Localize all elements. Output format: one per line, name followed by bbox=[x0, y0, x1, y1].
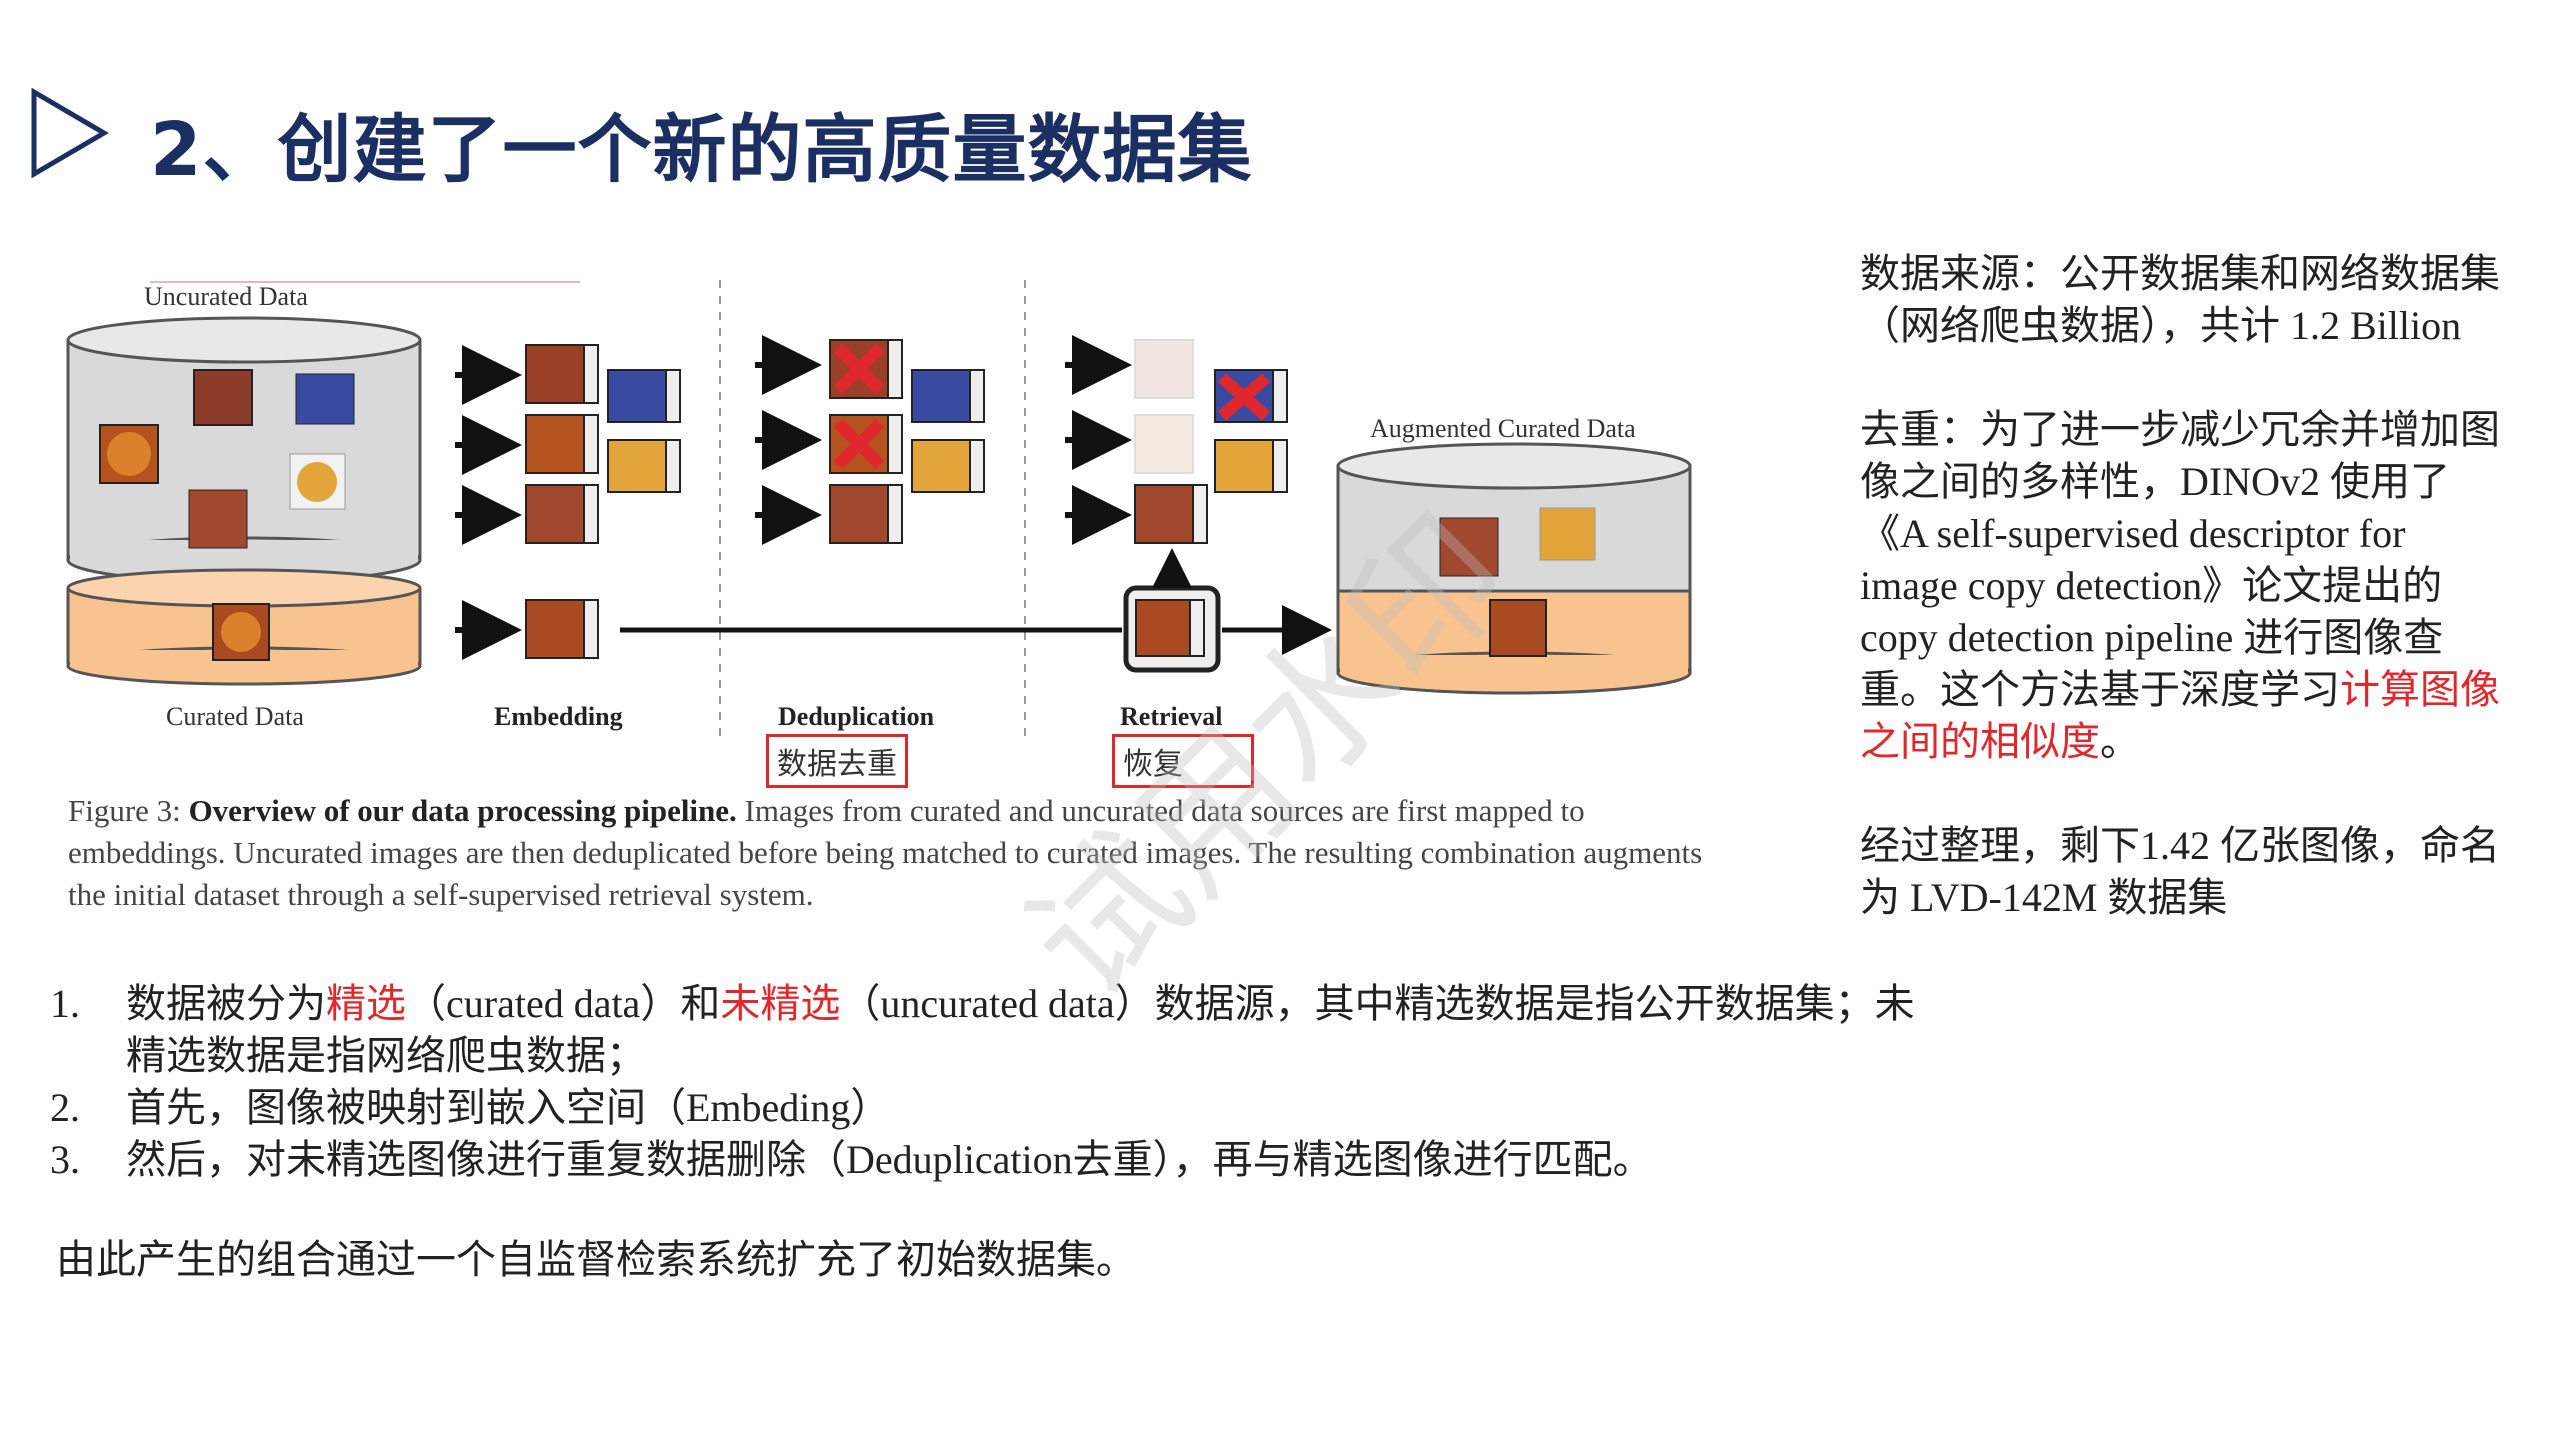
right-column: 数据来源：公开数据集和网络数据集（网络爬虫数据），共计 1.2 Billion … bbox=[1860, 248, 2510, 976]
pipeline-diagram bbox=[66, 280, 1692, 740]
list-number: 2. bbox=[50, 1085, 80, 1130]
play-triangle-icon bbox=[31, 88, 109, 178]
label-retrieval: Retrieval bbox=[1120, 702, 1223, 731]
list-item: 3. 然后，对未精选图像进行重复数据删除（Deduplication去重），再与… bbox=[50, 1134, 1930, 1186]
page-title: 2、创建了一个新的高质量数据集 bbox=[150, 107, 1253, 193]
steps-list: 1. 数据被分为精选（curated data）和未精选（uncurated d… bbox=[50, 978, 1930, 1186]
caption-text: Images from curated and uncurated data s… bbox=[68, 793, 1703, 912]
list-item: 2. 首先，图像被映射到嵌入空间（Embeding） bbox=[50, 1082, 1930, 1134]
label-deduplication: Deduplication bbox=[778, 702, 935, 731]
list-text: （curated data）和 bbox=[406, 981, 721, 1026]
dedup-highlight: 计算图像之间的相似度 bbox=[1860, 667, 2500, 764]
dedup-end: 。 bbox=[2100, 719, 2140, 764]
figure-caption: Figure 3: Overview of our data processin… bbox=[68, 790, 1708, 916]
dedup-intro: 去重：为了进一步减少冗余并增加图像之间的多样性，DINOv2 使用了《A sel… bbox=[1860, 407, 2500, 712]
caption-prefix: Figure 3: bbox=[68, 793, 189, 828]
caption-bold: Overview of our data processing pipeline… bbox=[188, 793, 737, 828]
summary-text: 由此产生的组合通过一个自监督检索系统扩充了初始数据集。 bbox=[56, 1237, 1136, 1282]
retrieval-thumbnails bbox=[1123, 339, 1288, 673]
list-item: 1. 数据被分为精选（curated data）和未精选（uncurated d… bbox=[50, 978, 1930, 1082]
result-paragraph: 经过整理，剩下1.42 亿张图像，命名为 LVD-142M 数据集 bbox=[1860, 823, 2500, 920]
dedup-paragraph: 去重：为了进一步减少冗余并增加图像之间的多样性，DINOv2 使用了《A sel… bbox=[1860, 404, 2510, 768]
list-text: 然后，对未精选图像进行重复数据删除（Deduplication去重），再与精选图… bbox=[126, 1137, 1653, 1182]
stamp-dedup: 数据去重 bbox=[766, 734, 908, 788]
list-text: 首先，图像被映射到嵌入空间（Embeding） bbox=[126, 1085, 891, 1130]
list-highlight: 未精选 bbox=[720, 981, 841, 1026]
augmented-cylinder bbox=[1336, 442, 1692, 695]
list-number: 3. bbox=[50, 1137, 80, 1182]
dedup-thumbnails bbox=[829, 339, 985, 544]
pipeline-figure: Uncurated Data Curated Data Embedding De… bbox=[60, 270, 1710, 920]
embedding-thumbnails bbox=[525, 344, 681, 659]
stamp-retrieval: 恢复 bbox=[1112, 734, 1254, 788]
title-marker bbox=[30, 88, 110, 178]
source-paragraph: 数据来源：公开数据集和网络数据集（网络爬虫数据），共计 1.2 Billion bbox=[1860, 251, 2500, 348]
label-embedding: Embedding bbox=[494, 702, 623, 731]
list-highlight: 精选 bbox=[326, 981, 406, 1026]
list-text: （uncurated data）数据源，其中精选数据是指公开数据集；未精选数据是… bbox=[126, 981, 1915, 1078]
label-uncurated: Uncurated Data bbox=[144, 282, 308, 311]
list-number: 1. bbox=[50, 981, 80, 1026]
list-text: 数据被分为 bbox=[126, 981, 326, 1026]
label-curated: Curated Data bbox=[166, 702, 304, 731]
label-augmented: Augmented Curated Data bbox=[1370, 414, 1636, 443]
